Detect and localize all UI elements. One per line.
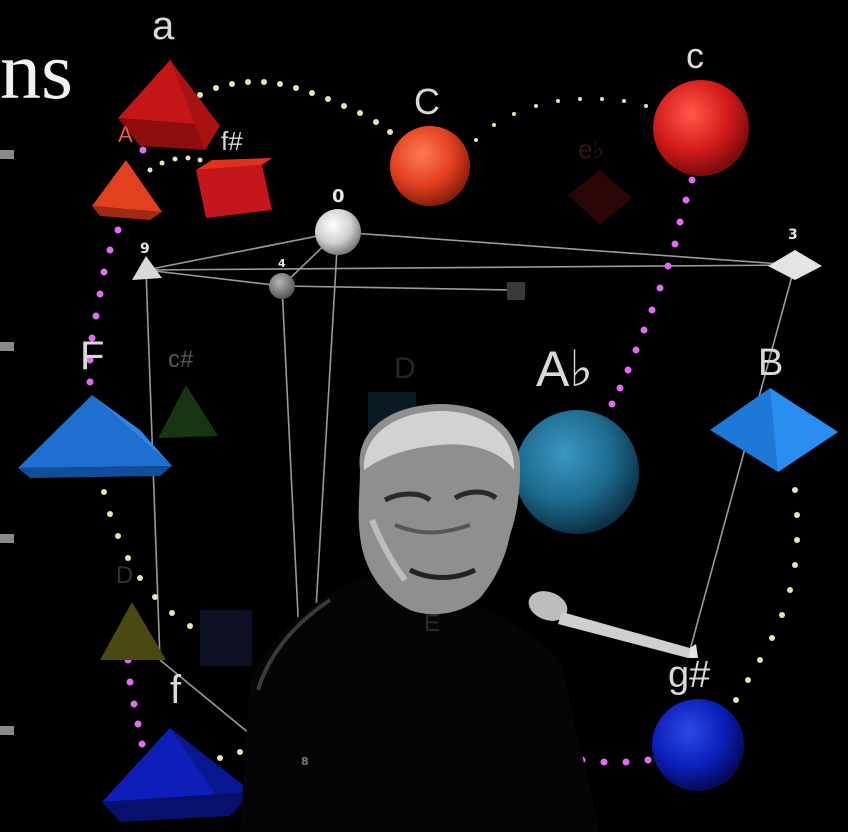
label-D-lower: D xyxy=(116,562,134,589)
label-F: F xyxy=(80,334,105,378)
grey-sphere-8 xyxy=(290,764,322,796)
blue-diamond-B xyxy=(710,388,838,472)
node-number-4: 4 xyxy=(278,257,286,270)
olive-sphere-E xyxy=(392,644,472,724)
node-number-3: 3 xyxy=(788,227,798,243)
label-f-lower: f xyxy=(170,668,182,712)
white-diamond-3 xyxy=(768,250,822,280)
left-tick-mark xyxy=(0,342,14,351)
label-A-flat: A♭ xyxy=(536,341,593,397)
label-D: D xyxy=(394,352,416,385)
blue-pyramid-f xyxy=(102,728,252,822)
teal-sphere-A-flat xyxy=(515,410,639,534)
label-E: E xyxy=(424,610,441,637)
label-g-sharp: g# xyxy=(668,654,711,696)
label-e-flat: e♭ xyxy=(578,134,605,164)
left-tick-mark xyxy=(0,726,14,735)
white-triangle-9 xyxy=(132,256,162,280)
dark-box xyxy=(200,610,252,666)
dark-red-shape-e-flat xyxy=(568,170,632,225)
olive-pyramid-D xyxy=(100,602,166,660)
grey-sphere-4 xyxy=(269,273,295,299)
blue-sphere-g-sharp xyxy=(652,699,744,791)
title-fragment: ns xyxy=(0,25,73,116)
grey-cube-node xyxy=(507,282,525,300)
label-B: B xyxy=(758,342,784,384)
white-sphere-0 xyxy=(315,209,361,255)
label-a: a xyxy=(152,4,175,48)
left-tick-mark xyxy=(0,150,14,159)
red-pyramid-a xyxy=(118,60,220,150)
left-tick-mark xyxy=(0,534,14,543)
label-f-sharp: f# xyxy=(221,126,243,156)
node-number-9: 9 xyxy=(140,241,150,257)
blue-pyramid-F xyxy=(18,395,172,478)
label-C: C xyxy=(414,81,440,122)
label-c-lower: c xyxy=(686,35,704,76)
node-number-8: 8 xyxy=(301,755,309,768)
orange-sphere-C xyxy=(390,126,470,206)
label-c-sharp: c# xyxy=(168,346,194,373)
label-A-small: A xyxy=(118,122,133,147)
red-sphere-c xyxy=(653,80,749,176)
orange-pyramid xyxy=(92,160,162,220)
green-pyramid-c-sharp xyxy=(158,385,218,438)
node-number-0: 0 xyxy=(332,186,345,207)
dark-box-D xyxy=(368,392,416,436)
red-cube-f-sharp xyxy=(196,158,272,218)
